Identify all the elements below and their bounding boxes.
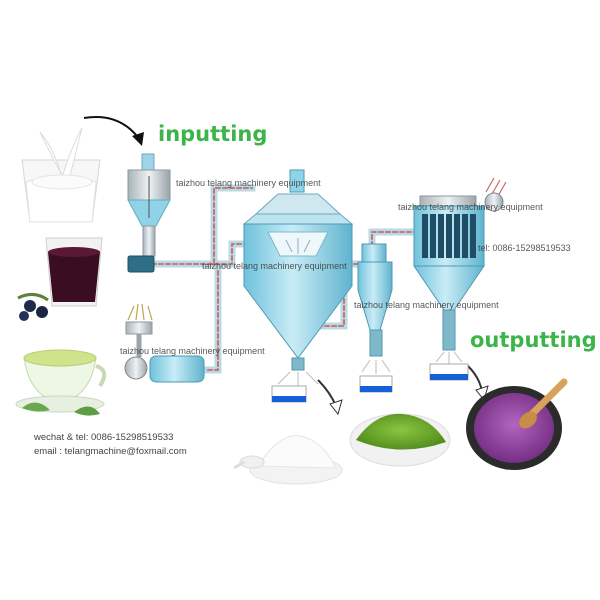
email-contact: email : telangmachine@foxmail.com [34,446,187,457]
watermark-text: taizhou telang machinery equipment [120,346,265,356]
collector-3 [429,351,469,381]
watermark-text: taizhou telang machinery equipment [398,202,543,212]
white-powder-image [233,435,343,485]
input-arrow [83,116,144,146]
wechat-contact: wechat & tel: 0086-15298519533 [34,432,174,443]
green-powder-image [349,413,451,467]
feed-hopper [127,153,171,273]
grape-juice-glass-image [17,237,103,321]
collector-2 [359,359,393,393]
cyclone-separator [357,243,393,357]
air-heater [124,303,205,383]
inputting-label: inputting [158,122,268,146]
collector-1 [271,371,319,403]
watermark-text: taizhou telang machinery equipment [202,261,347,271]
tel-watermark: tel: 0086-15298519533 [478,243,571,253]
watermark-text: taizhou telang machinery equipment [354,300,499,310]
output-arrow-1 [317,379,343,416]
green-tea-cup-image [15,349,107,416]
outputting-label: outputting [470,328,597,352]
drying-tower [242,169,354,371]
purple-powder-image [466,378,568,470]
watermark-text: taizhou telang machinery equipment [176,178,321,188]
bag-filter [413,177,507,351]
milk-glass-image [21,127,101,223]
